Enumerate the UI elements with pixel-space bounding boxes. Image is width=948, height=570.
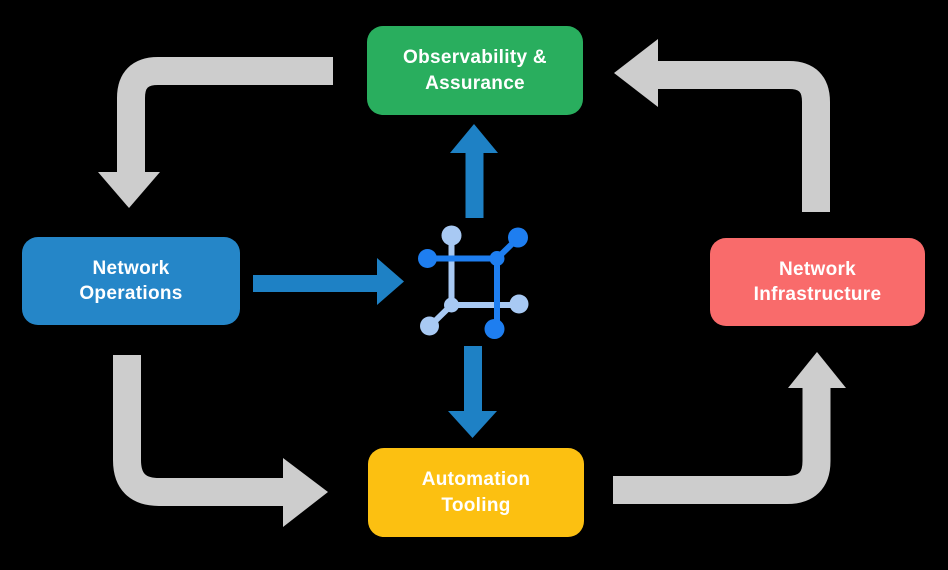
- node-label-line2: Tooling: [441, 494, 511, 516]
- gray-cycle-arrow-shafts: [113, 57, 831, 506]
- node-label-line1: Network: [92, 257, 170, 279]
- node-network-infrastructure: Network Infrastructure: [710, 238, 925, 326]
- blue-flow-arrows: [253, 124, 498, 438]
- hub-junction-bottom-left: [444, 297, 459, 313]
- hub-node-top-right: [508, 227, 528, 248]
- hub-junction-top-right: [489, 251, 505, 266]
- network-hub-icon-light: [420, 225, 529, 336]
- node-label-line1: Network: [778, 258, 857, 280]
- arrowhead-right-to-automation: [283, 458, 328, 527]
- node-observability-assurance: Observability & Assurance: [367, 26, 583, 115]
- node-label-line1: Automation: [421, 469, 531, 491]
- arrow-hub-to-automation-shaft: [464, 346, 482, 412]
- arrowhead-left-to-observability: [614, 39, 658, 107]
- node-network-operations: Network Operations: [22, 237, 240, 325]
- arrow-observability-to-operations-shaft: [117, 57, 333, 172]
- node-label-line2: Operations: [79, 283, 183, 304]
- node-label-line2: Assurance: [425, 72, 525, 94]
- arrow-operations-to-hub-shaft: [253, 275, 377, 292]
- arrow-hub-to-observability-shaft: [465, 152, 484, 218]
- arrow-hub-to-automation-head: [448, 411, 497, 438]
- hub-node-bottom: [484, 319, 505, 339]
- arrow-operations-to-automation-shaft: [113, 355, 284, 506]
- hub-dark-lines: [428, 236, 520, 321]
- arrow-hub-to-observability-head: [450, 124, 498, 153]
- hub-node-top: [441, 225, 462, 246]
- arrow-operations-to-hub-head: [377, 258, 404, 305]
- hub-node-right: [509, 294, 529, 314]
- hub-node-left: [418, 249, 437, 268]
- node-label-line1: Observability &: [403, 47, 547, 69]
- node-label-line2: Infrastructure: [753, 284, 882, 305]
- arrow-automation-to-infrastructure-shaft: [613, 388, 831, 504]
- hub-node-bottom-left: [420, 316, 439, 336]
- arrowhead-down-to-operations: [98, 172, 160, 208]
- arrowhead-up-to-infrastructure: [788, 352, 846, 388]
- arrow-infrastructure-to-observability-shaft: [658, 61, 830, 212]
- gray-cycle-arrowheads: [98, 39, 846, 527]
- node-automation-tooling: Automation Tooling: [368, 448, 584, 537]
- network-hub-icon-dark: [418, 227, 528, 339]
